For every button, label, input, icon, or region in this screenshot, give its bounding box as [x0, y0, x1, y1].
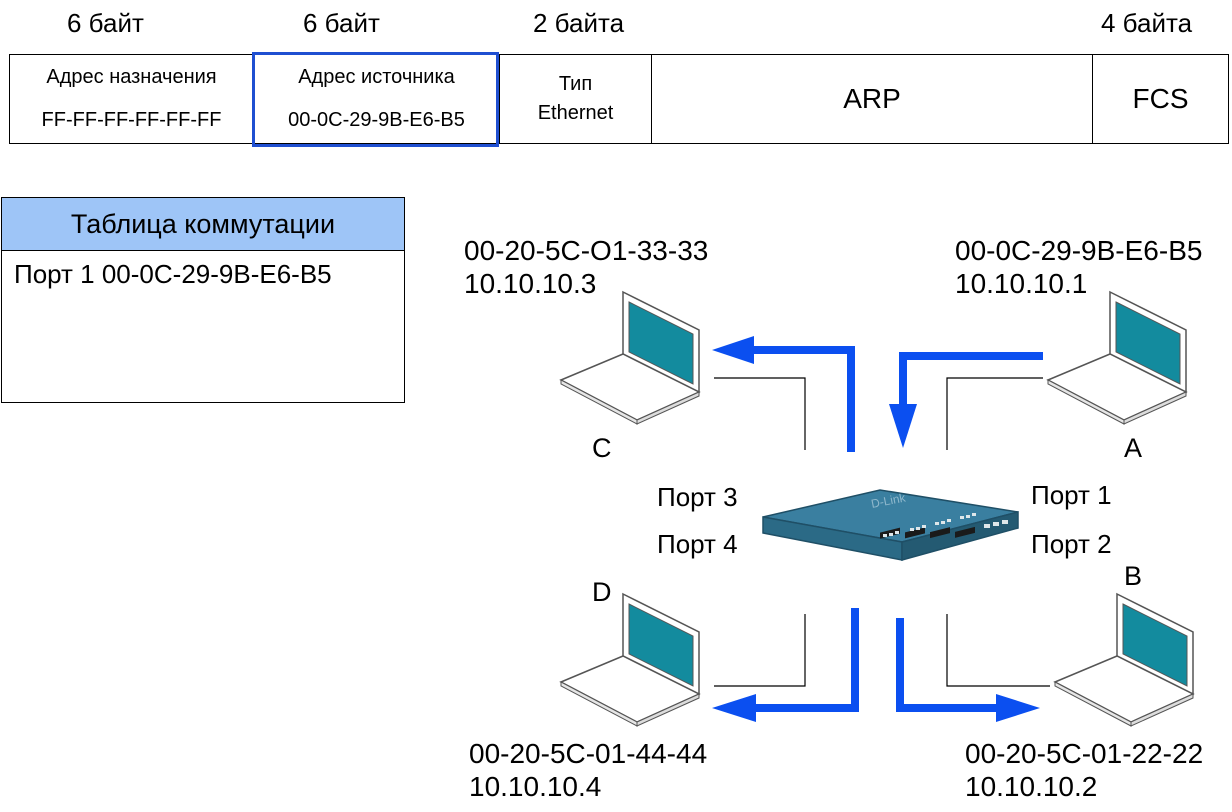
host-a-ip: 10.10.10.1: [955, 268, 1088, 299]
dest-size-label: 6 байт: [67, 8, 144, 38]
host-b-letter: B: [1124, 561, 1143, 591]
src-address-label: Адрес источника: [298, 66, 455, 88]
fcs-field: FCS: [1093, 55, 1228, 143]
arrow-to-d-head: [712, 694, 756, 722]
type-label-line1: Тип: [558, 73, 593, 95]
port-4-label: Порт 4: [657, 529, 738, 559]
src-address-value: 00-0C-29-9B-E6-B5: [288, 109, 465, 131]
port-2-label: Порт 2: [1031, 529, 1112, 559]
port-3-label: Порт 3: [657, 482, 738, 512]
arrow-to-d: [752, 608, 859, 712]
dest-address-value: FF-FF-FF-FF-FF-FF: [41, 109, 222, 131]
ethernet-type-field: Тип Ethernet: [500, 55, 652, 143]
ethernet-frame: Адрес назначения FF-FF-FF-FF-FF-FF Адрес…: [9, 54, 1229, 144]
host-a-mac: 00-0C-29-9B-E6-B5: [955, 235, 1203, 266]
arrow-from-a: [899, 352, 1043, 408]
host-c-mac: 00-20-5C-O1-33-33: [464, 235, 709, 266]
arrow-to-c-head: [712, 336, 754, 364]
port-1-label: Порт 1: [1031, 480, 1112, 510]
host-a-letter: A: [1124, 433, 1143, 463]
switching-table-title: Таблица коммутации: [2, 198, 404, 251]
arrow-to-b: [896, 618, 1000, 712]
switching-table-row: Порт 1 00-0C-29-9B-E6-B5: [14, 259, 332, 289]
arrow-from-a-head: [889, 404, 917, 448]
host-b-mac: 00-20-5C-01-22-22: [965, 738, 1204, 769]
laptop-b-icon: [1054, 593, 1194, 727]
host-c-letter: C: [592, 433, 612, 463]
arrows: [712, 336, 1043, 722]
switch-icon: D-Link: [762, 489, 1019, 561]
laptop-d-icon: [560, 593, 700, 727]
arrow-to-c: [750, 346, 855, 452]
cables: [714, 377, 1050, 687]
src-size-label: 6 байт: [303, 8, 380, 38]
host-d-letter: D: [592, 577, 612, 607]
fcs-size-label: 4 байта: [1101, 8, 1193, 38]
switching-table: Таблица коммутации Порт 1 00-0C-29-9B-E6…: [1, 197, 405, 403]
dest-address-label: Адрес назначения: [46, 66, 217, 88]
host-c-ip: 10.10.10.3: [464, 268, 597, 299]
laptop-a-icon: [1047, 291, 1187, 425]
arp-payload-field: ARP: [652, 55, 1093, 143]
host-d-mac: 00-20-5C-01-44-44: [469, 738, 708, 769]
src-address-field: Адрес источника 00-0C-29-9B-E6-B5: [254, 55, 500, 143]
laptop-c-icon: [560, 291, 700, 425]
type-size-label: 2 байта: [533, 8, 625, 38]
fcs-label: FCS: [1132, 83, 1189, 114]
host-b-ip: 10.10.10.2: [965, 771, 1098, 802]
arrow-to-b-head: [996, 694, 1040, 722]
host-d-ip: 10.10.10.4: [469, 771, 602, 802]
switch-brand-label: D-Link: [870, 490, 908, 511]
type-label-line2: Ethernet: [537, 102, 614, 124]
arp-label: ARP: [843, 83, 901, 114]
